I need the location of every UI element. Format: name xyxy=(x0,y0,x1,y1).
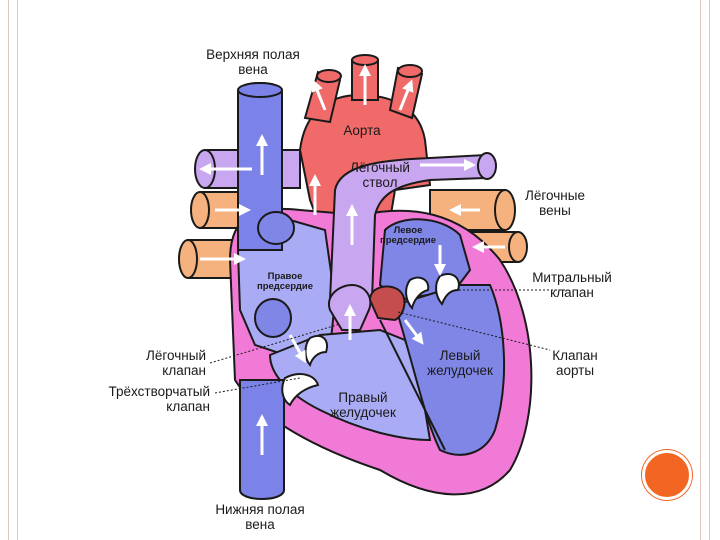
slide-frame-left xyxy=(8,0,18,540)
slide-accent-dot xyxy=(642,450,692,500)
leader-lines xyxy=(209,289,565,394)
aortic-valve-shape xyxy=(368,285,406,322)
label-aorta: Аорта xyxy=(343,123,381,138)
tricuspid-valve-shape xyxy=(281,334,328,407)
flow-arrows xyxy=(199,64,505,455)
mitral-valve-shape xyxy=(405,272,460,311)
slide-frame-right xyxy=(700,0,710,540)
ivc-opening xyxy=(254,298,292,338)
svc-opening xyxy=(257,211,295,245)
left-ventricle xyxy=(393,284,506,456)
